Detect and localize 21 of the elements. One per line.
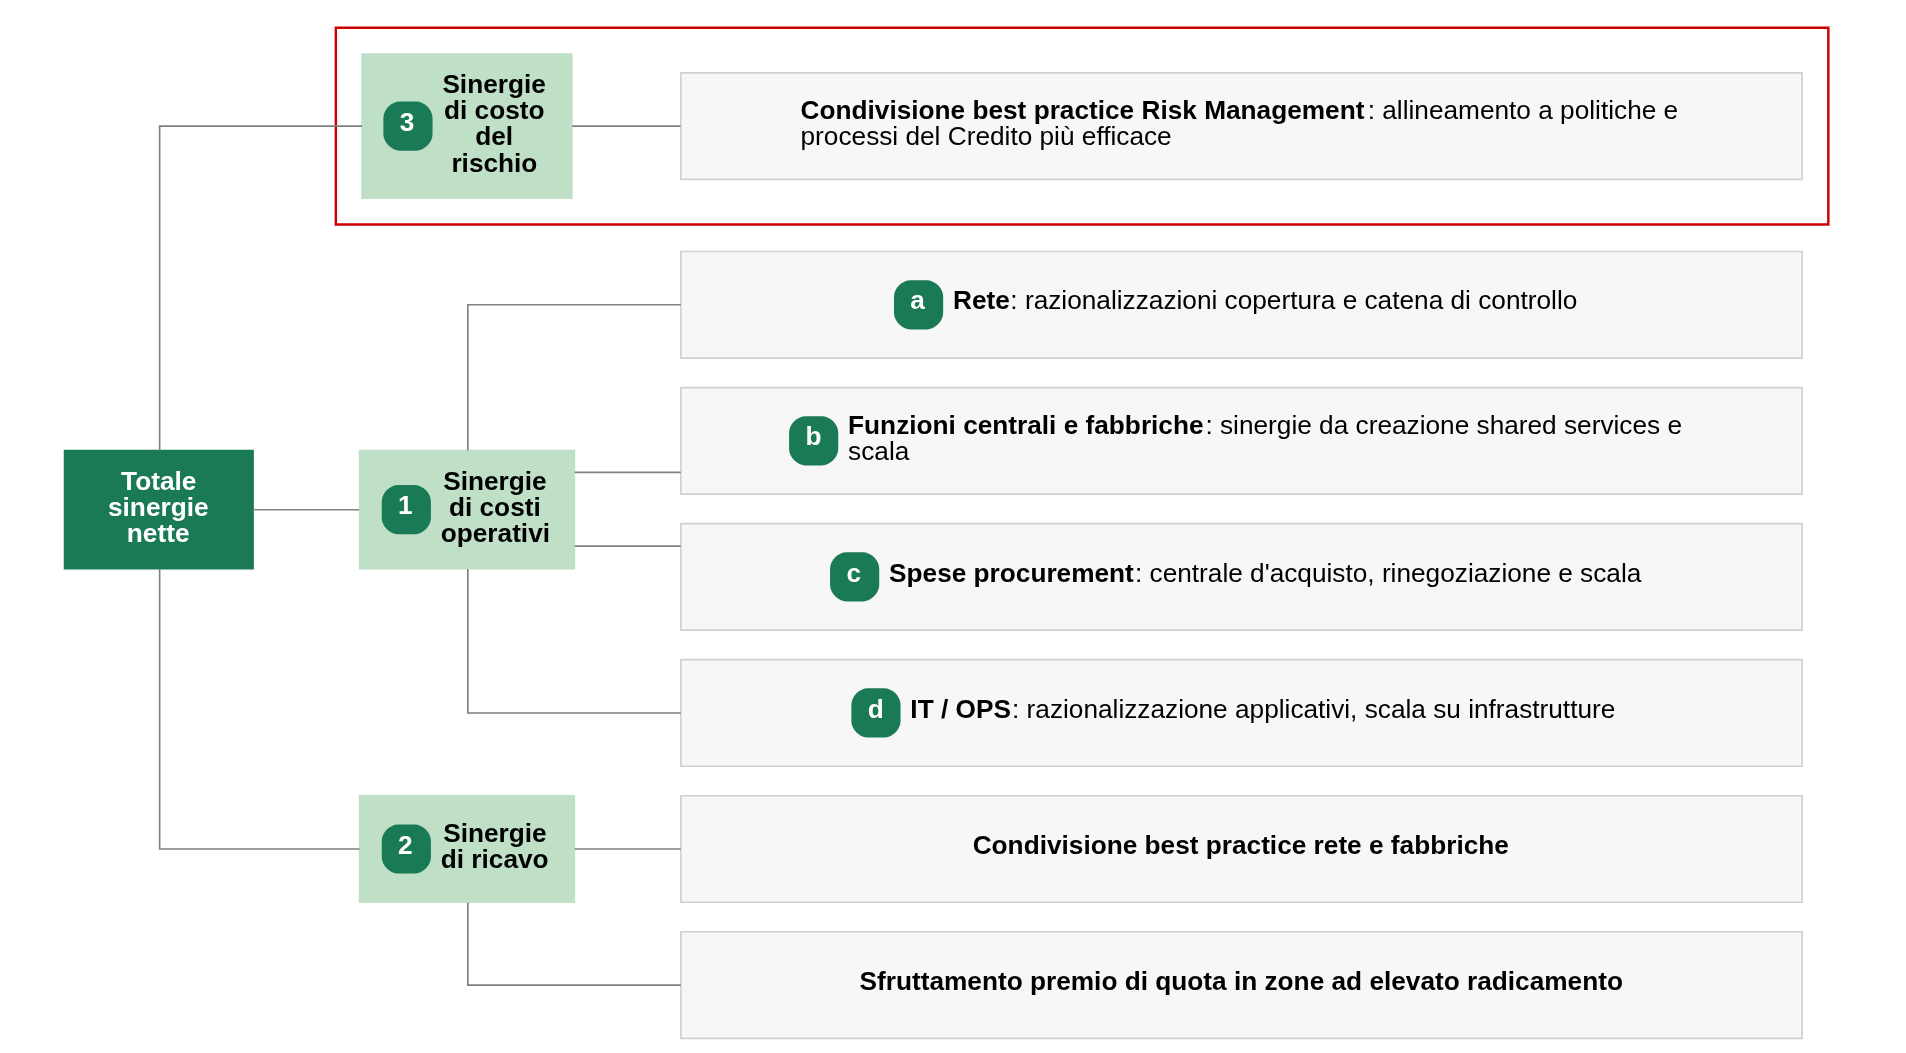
node-box: Sfruttamento premio di quota in zone ad elevato radicamento xyxy=(680,930,1803,1040)
connector xyxy=(252,508,360,511)
connector xyxy=(467,568,682,714)
node-box: d IT / OPS: razionalizzazione applicativi, scala su infrastrutture xyxy=(680,658,1803,768)
connector xyxy=(467,901,682,986)
connector xyxy=(573,545,682,547)
node-box: b Funzioni centrali e fabbriche: sinergie da creazione shared services e scala xyxy=(680,386,1803,495)
connector xyxy=(573,471,682,474)
node-box: Totale sinergie nette xyxy=(63,449,254,570)
node-box: 3 Sinergie di costo del rischio xyxy=(361,53,573,200)
connector xyxy=(573,848,682,850)
node-box: Condivisione best practice rete e fabbriche xyxy=(680,794,1803,904)
node-box: Condivisione best practice Risk Management: allineamento a politiche e processi del Credito più efficace xyxy=(680,72,1803,181)
connector xyxy=(158,568,361,850)
node-box: 1 Sinergie di costi operativi xyxy=(358,449,576,570)
node-box: c Spese procurement: centrale d'acquisto, rinegoziazione e scala xyxy=(680,522,1803,631)
connector xyxy=(571,125,682,127)
connector xyxy=(467,304,682,452)
node-box: a Rete: razionalizzazioni copertura e catena di controllo xyxy=(680,250,1803,359)
connector xyxy=(158,125,363,452)
cluster xyxy=(334,26,1830,226)
